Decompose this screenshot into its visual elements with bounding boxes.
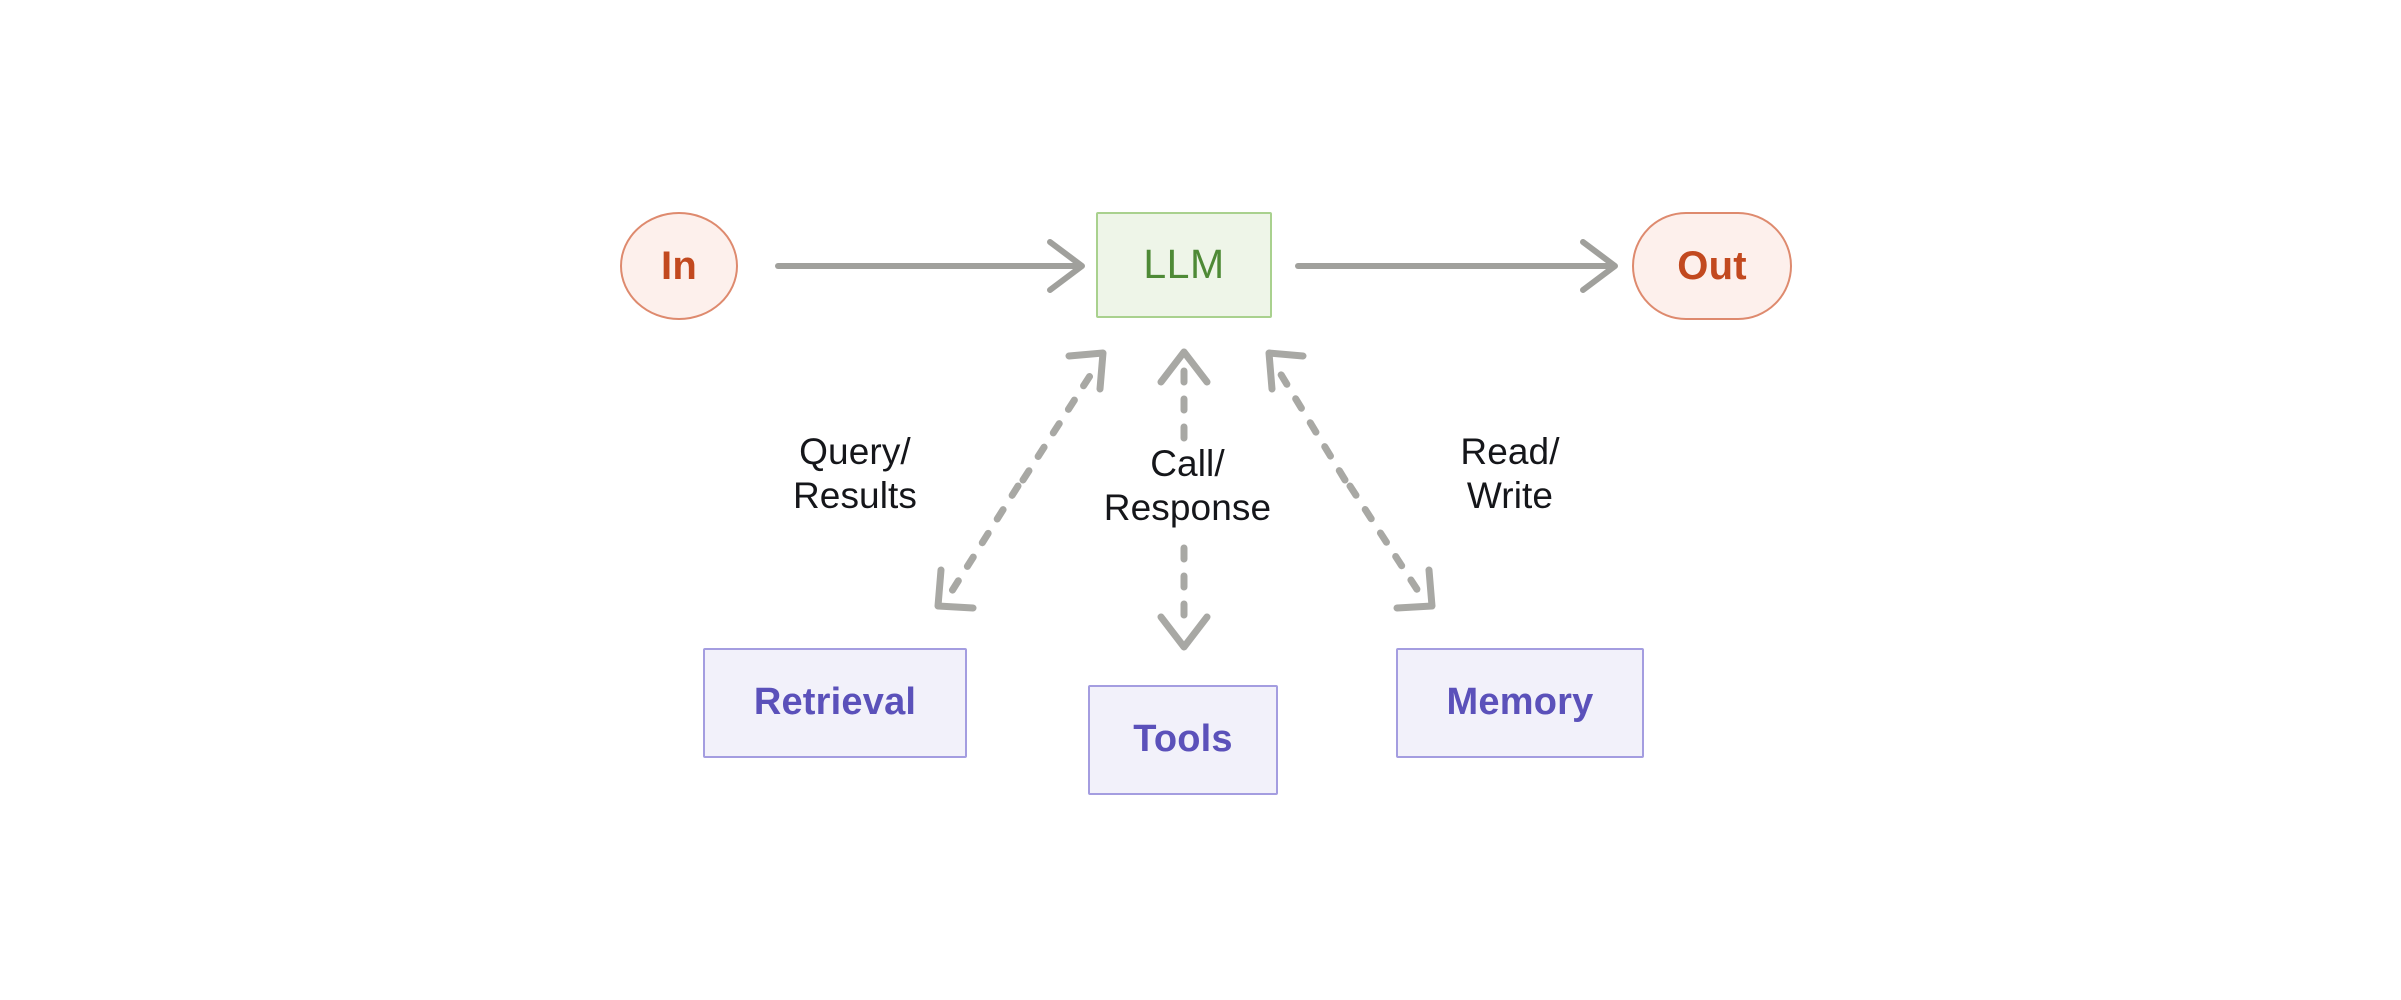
node-tools-label: Tools xyxy=(1133,718,1233,761)
edge-llm-to-out xyxy=(1295,239,1618,293)
node-llm[interactable]: LLM xyxy=(1096,212,1272,318)
node-memory[interactable]: Memory xyxy=(1396,648,1644,758)
node-llm-label: LLM xyxy=(1143,241,1225,288)
node-output-label: Out xyxy=(1677,244,1747,288)
node-tools[interactable]: Tools xyxy=(1088,685,1278,795)
node-input-label: In xyxy=(661,244,697,288)
node-input[interactable]: In xyxy=(620,212,738,320)
node-retrieval[interactable]: Retrieval xyxy=(703,648,967,758)
edge-label-read-write: Read/ Write xyxy=(1460,431,1560,516)
node-output[interactable]: Out xyxy=(1632,212,1792,320)
edge-label-query-results: Query/ Results xyxy=(792,431,918,516)
node-retrieval-label: Retrieval xyxy=(753,681,917,724)
edge-label-call-response: Call/ Response xyxy=(1103,443,1272,528)
node-memory-label: Memory xyxy=(1446,681,1594,724)
edge-in-to-llm xyxy=(775,239,1085,293)
